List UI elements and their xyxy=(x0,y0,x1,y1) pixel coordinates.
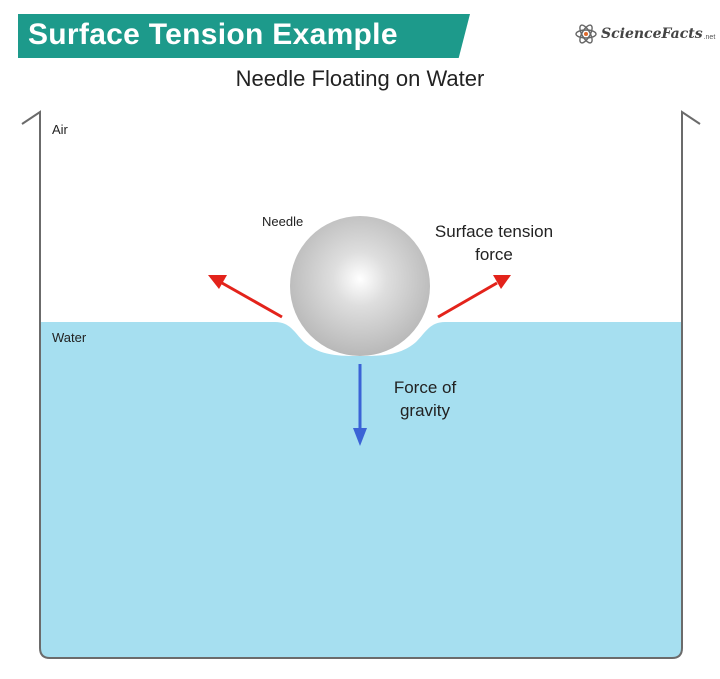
surface-tension-label-line1: Surface tension xyxy=(435,222,553,241)
surface-tension-arrow-right xyxy=(437,275,511,319)
container-wall xyxy=(21,110,701,659)
surface-tension-label-line2: force xyxy=(475,245,513,264)
logo-suffix: .net xyxy=(703,33,716,41)
needle-label: Needle xyxy=(262,214,303,229)
gravity-label-line1: Force of xyxy=(394,378,457,397)
water-label: Water xyxy=(52,330,87,345)
surface-tension-arrow-left xyxy=(208,275,283,319)
needle-cross-section xyxy=(290,216,430,356)
gravity-label-line2: gravity xyxy=(400,401,451,420)
atom-icon xyxy=(575,24,597,44)
gravity-arrow xyxy=(353,364,367,446)
logo-text: ScienceFacts xyxy=(601,26,703,42)
sciencefacts-logo: ScienceFacts .net xyxy=(574,22,715,46)
title-banner-background xyxy=(18,14,470,58)
air-label: Air xyxy=(52,122,69,137)
diagram-subtitle: Needle Floating on Water xyxy=(235,66,485,91)
title-banner: Surface Tension Example xyxy=(18,14,470,58)
title-banner-text: Surface Tension Example xyxy=(28,18,398,51)
water-body xyxy=(40,322,682,658)
